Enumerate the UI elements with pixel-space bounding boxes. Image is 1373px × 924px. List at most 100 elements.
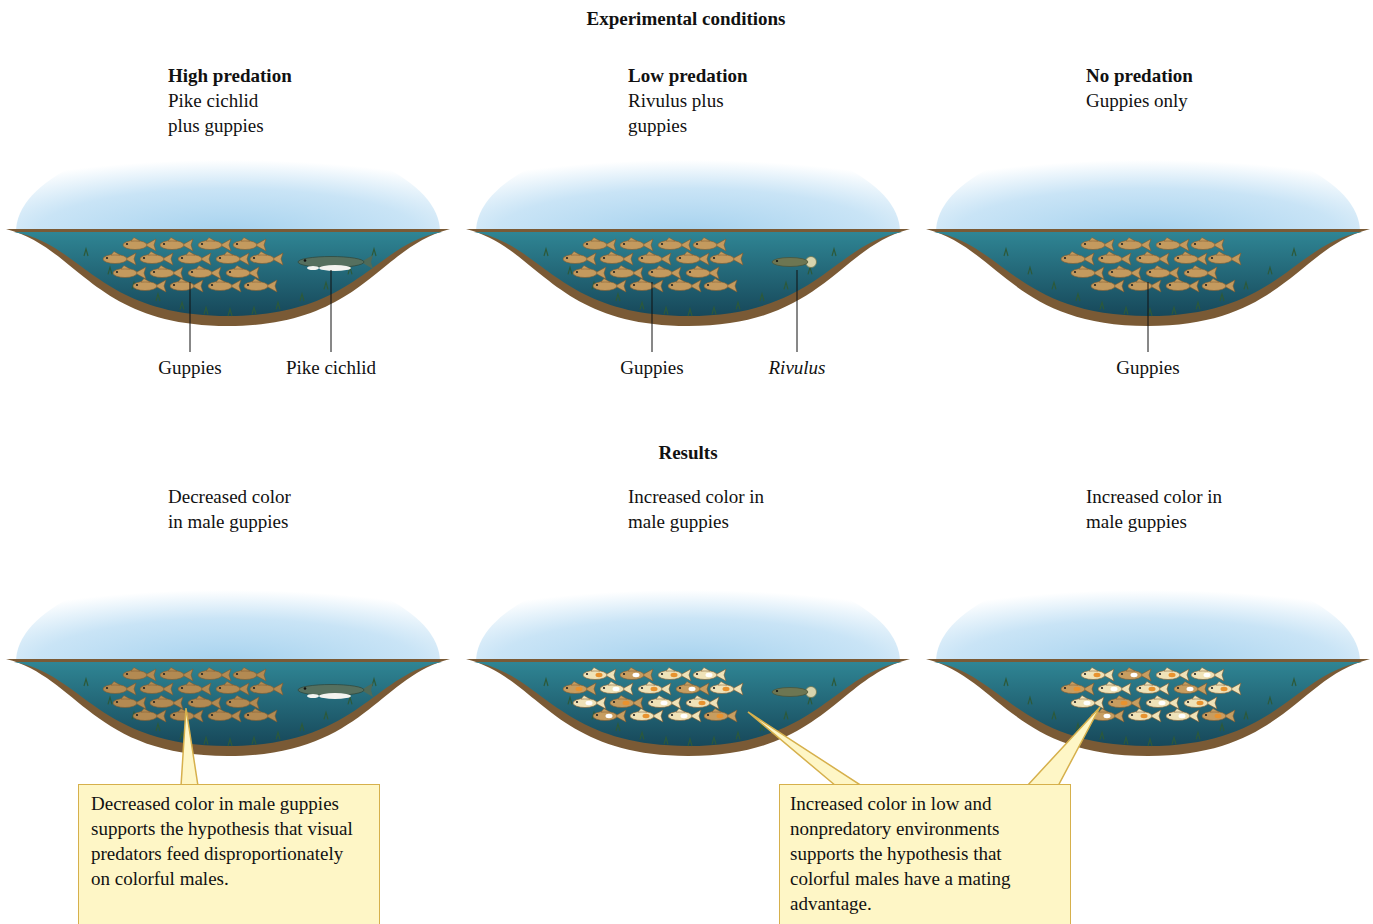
fish-body bbox=[208, 282, 232, 291]
fish-fin bbox=[1136, 709, 1145, 713]
water-weed bbox=[180, 302, 184, 309]
fish-eye bbox=[153, 271, 155, 273]
guppy-fish bbox=[113, 696, 146, 710]
guppy-fish bbox=[113, 266, 146, 280]
callout-pointer bbox=[181, 708, 198, 786]
fish-eye bbox=[181, 257, 183, 259]
fish-fin bbox=[234, 266, 243, 270]
fish-body bbox=[1136, 685, 1160, 694]
water-weed bbox=[616, 724, 620, 731]
fish-spot bbox=[1111, 687, 1118, 691]
fish-body bbox=[1091, 282, 1115, 291]
fish-fin bbox=[234, 696, 243, 700]
guppy-fish bbox=[693, 668, 726, 682]
fish-eye bbox=[566, 257, 568, 259]
fish-fin bbox=[1069, 252, 1078, 256]
water-weed bbox=[324, 282, 328, 289]
belly-patch bbox=[319, 693, 351, 699]
fish-eye bbox=[136, 714, 138, 716]
fish-eye bbox=[1177, 687, 1179, 689]
fish-fin bbox=[1210, 279, 1219, 283]
fish-fin bbox=[628, 668, 637, 672]
fish-eye bbox=[1149, 271, 1151, 273]
guppy-fish bbox=[133, 279, 166, 293]
fish-body bbox=[686, 269, 710, 278]
guppy-fish bbox=[693, 238, 726, 252]
fish-eye bbox=[236, 243, 238, 245]
fish-eye bbox=[713, 687, 715, 689]
guppy-fish bbox=[1146, 696, 1179, 710]
fish-body bbox=[563, 255, 587, 264]
fish-fin bbox=[608, 682, 617, 686]
fish-eye bbox=[776, 690, 778, 692]
fish-fin bbox=[684, 682, 693, 686]
fish-body bbox=[188, 699, 212, 708]
water-weed bbox=[1052, 712, 1056, 719]
fish-body bbox=[630, 282, 654, 291]
fish-eye bbox=[211, 714, 213, 716]
fish-body bbox=[1108, 269, 1132, 278]
fish-fin bbox=[1182, 252, 1191, 256]
fish-eye bbox=[191, 271, 193, 273]
fish-body bbox=[620, 241, 644, 250]
fish-eye bbox=[623, 243, 625, 245]
fish-body bbox=[693, 241, 717, 250]
water-weed bbox=[1148, 309, 1152, 316]
guppy-fish bbox=[1081, 668, 1114, 682]
fish-body bbox=[178, 255, 202, 264]
pike-cichlid bbox=[298, 255, 373, 271]
guppy-fish bbox=[573, 696, 606, 710]
fish-body bbox=[1071, 699, 1095, 708]
fish-eye bbox=[1094, 284, 1096, 286]
guppy-fish bbox=[150, 696, 183, 710]
guppy-fish bbox=[1061, 252, 1094, 266]
fish-eye bbox=[163, 673, 165, 675]
fish-eye bbox=[633, 284, 635, 286]
fish-body bbox=[676, 685, 700, 694]
guppy-fish bbox=[160, 238, 193, 252]
fish-body bbox=[610, 699, 634, 708]
caption-text: Increased color in male guppies bbox=[628, 484, 768, 534]
fish-eye bbox=[671, 714, 673, 716]
fish-eye bbox=[1159, 243, 1161, 245]
pond-bank bbox=[466, 229, 910, 326]
fish-body bbox=[772, 688, 808, 697]
guppy-fish bbox=[1208, 252, 1241, 266]
fish-spot bbox=[1149, 687, 1156, 691]
fish-body bbox=[1156, 671, 1180, 680]
guppy-fish bbox=[648, 266, 681, 280]
guppy-fish bbox=[1174, 682, 1207, 696]
fish-body bbox=[1118, 241, 1142, 250]
belly-patch bbox=[307, 266, 319, 270]
guppy-fish bbox=[150, 266, 183, 280]
fish-eye bbox=[1084, 243, 1086, 245]
guppy-fish bbox=[1128, 709, 1161, 723]
fish-fin bbox=[121, 696, 130, 700]
fish-body bbox=[1098, 255, 1122, 264]
leader-line bbox=[797, 270, 798, 352]
water-weed bbox=[252, 737, 256, 744]
fish-fin bbox=[1199, 668, 1208, 672]
water-weed bbox=[84, 679, 88, 686]
water-weed bbox=[252, 307, 256, 314]
fish-body bbox=[103, 685, 127, 694]
fish-eye bbox=[1169, 284, 1171, 286]
fish-spot bbox=[1187, 687, 1194, 691]
water-weed bbox=[156, 294, 160, 301]
fish-eye bbox=[1074, 701, 1076, 703]
fish-eye bbox=[153, 701, 155, 703]
fish-fin bbox=[1164, 238, 1173, 242]
guppy-fish bbox=[188, 266, 221, 280]
fish-body bbox=[160, 671, 184, 680]
water-weed bbox=[568, 267, 572, 274]
water-weed bbox=[736, 302, 740, 309]
fish-eye bbox=[696, 673, 698, 675]
fish-eye bbox=[1205, 714, 1207, 716]
fish-body bbox=[658, 671, 682, 680]
fish-eye bbox=[1131, 714, 1133, 716]
fish-fin bbox=[581, 266, 590, 270]
pond-water bbox=[474, 232, 902, 316]
pond-water bbox=[14, 232, 442, 316]
guppy-fish bbox=[1156, 668, 1189, 682]
fish-body bbox=[1128, 712, 1152, 721]
